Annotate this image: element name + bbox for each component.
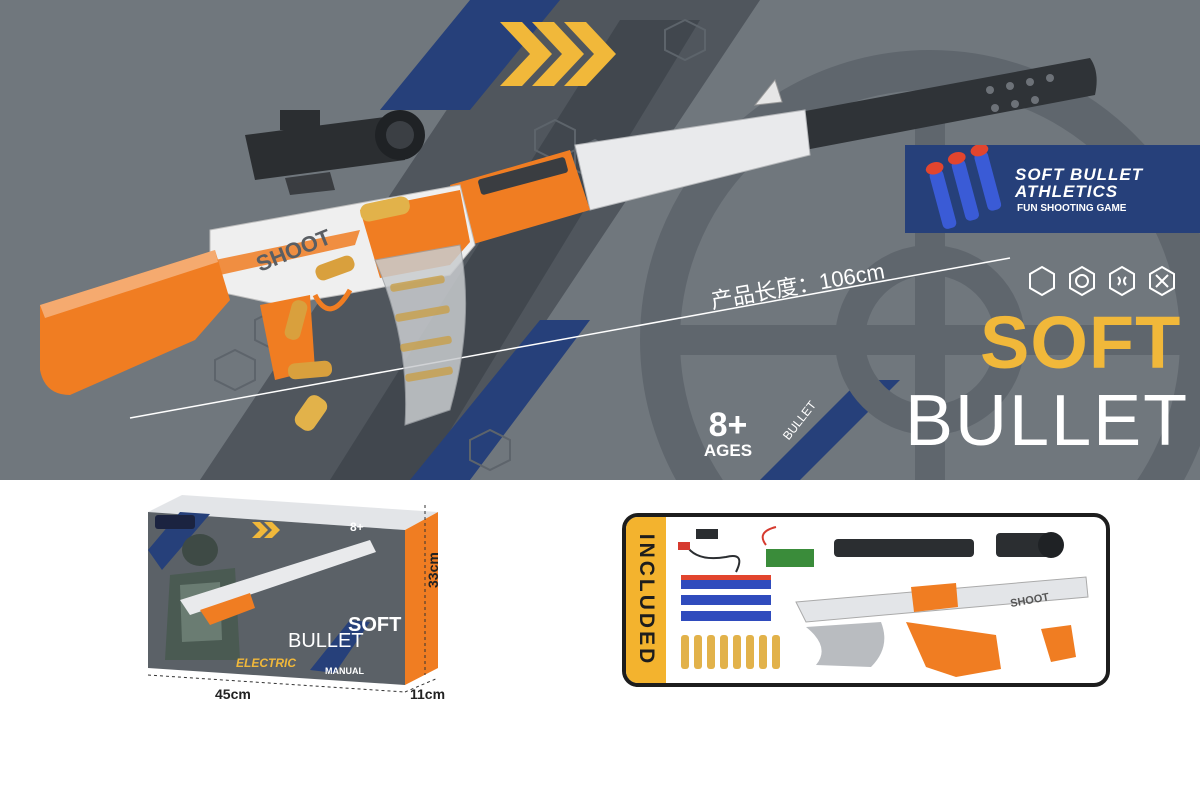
title-soft: SOFT: [980, 301, 1182, 384]
age-number: 8+: [708, 406, 748, 444]
silencer-icon: [834, 539, 974, 557]
usb-cable-icon: [678, 529, 741, 573]
signal-icon: [1109, 265, 1135, 297]
package-box: [148, 495, 438, 685]
gun-illustration: SHOOT: [40, 58, 1097, 431]
age-badge: 8+ AGES: [678, 408, 778, 468]
foam-darts-icon: [925, 145, 1002, 229]
badge-line2: ATHLETICS: [1015, 182, 1119, 201]
scope-icon: [996, 532, 1064, 558]
title-bullet: BULLET: [905, 381, 1190, 461]
box-title-bullet: BULLET: [288, 630, 364, 652]
included-panel: INCLUDED: [622, 513, 1110, 687]
badge-line3: FUN SHOOTING GAME: [1017, 203, 1127, 214]
age-label: AGES: [703, 441, 753, 460]
battery-pack-icon: [761, 526, 814, 567]
feature-icons-row: [1029, 265, 1175, 297]
chevron-arrows-icon: [500, 22, 616, 86]
grip-icon: [1041, 625, 1076, 662]
included-items: SHOOT: [678, 526, 1089, 677]
grid-icon: [1149, 265, 1175, 297]
dimension-depth: 11cm: [410, 686, 446, 702]
cube-icon: [1029, 265, 1055, 297]
dimension-lines: [147, 505, 439, 693]
included-label: INCLUDED: [635, 533, 658, 667]
box-title-soft: SOFT: [348, 614, 402, 636]
box-electric-label: ELECTRIC: [236, 656, 296, 670]
target-icon: [1069, 265, 1095, 297]
box-age: 8+: [350, 520, 364, 534]
shells-icon: [681, 635, 780, 669]
box-manual-label: MANUAL: [325, 666, 364, 676]
dimension-height: 33cm: [425, 552, 441, 588]
dimension-width: 45cm: [215, 686, 251, 702]
product-banner: SHOOT: [0, 0, 1200, 480]
package-box-illustration: 8+: [140, 490, 440, 710]
gun-body-icon: SHOOT: [795, 576, 1089, 623]
soft-bullet-athletics-badge: SOFT BULLET ATHLETICS FUN SHOOTING GAME: [905, 145, 1200, 233]
magazine-icon: [806, 622, 885, 667]
foam-darts-icon: [681, 575, 771, 621]
stock-icon: [906, 622, 1001, 677]
badge-line1: SOFT BULLET: [1015, 165, 1144, 184]
included-tab: INCLUDED: [626, 517, 666, 683]
